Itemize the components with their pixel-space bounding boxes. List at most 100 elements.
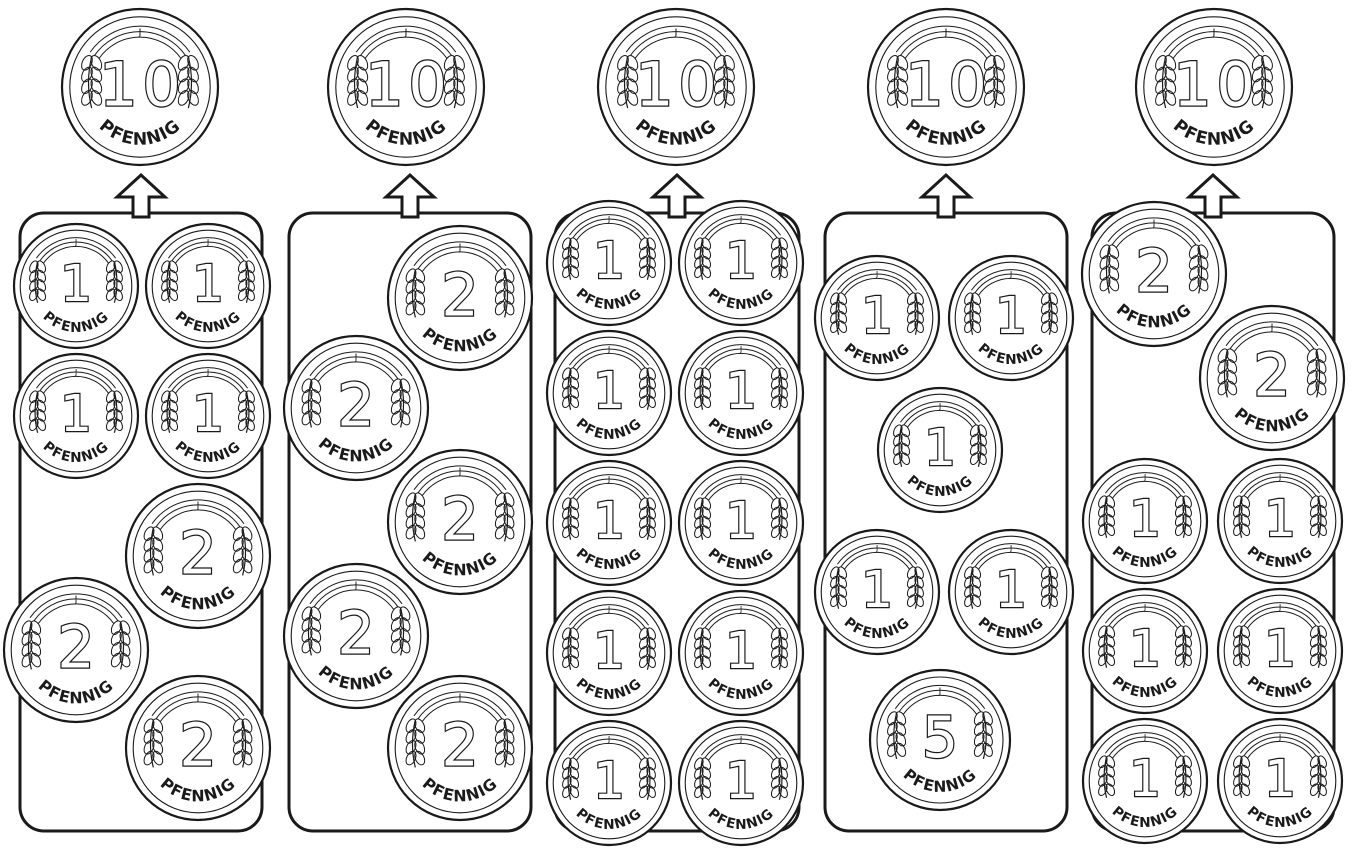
mint-mark: J — [196, 500, 200, 511]
coin: J2PFENNIG — [1082, 202, 1226, 346]
mint-mark: J — [674, 28, 678, 39]
mint-mark: J — [196, 692, 200, 703]
target-coin: J10PFENNIG — [868, 9, 1024, 165]
coin-value: 1 — [725, 231, 757, 290]
mint-mark: J — [607, 735, 610, 744]
mint-mark: J — [739, 345, 742, 354]
coin-group-4: J10PFENNIGJ1PFENNIGJ1PFENNIGJ1PFENNIGJ1P… — [815, 9, 1073, 831]
mint-mark: J — [206, 368, 209, 377]
coin-value: 1 — [861, 560, 893, 619]
coin-value: 2 — [337, 370, 375, 439]
coin: J1PFENNIG — [547, 591, 671, 715]
mint-mark: J — [607, 605, 610, 614]
mint-mark: J — [1152, 218, 1156, 229]
mint-mark: J — [1009, 544, 1012, 553]
coin-value: 1 — [725, 751, 757, 810]
mint-mark: J — [1278, 733, 1281, 742]
mint-mark: J — [458, 692, 462, 703]
mint-mark: J — [1270, 322, 1274, 333]
coin-value: 2 — [57, 612, 95, 681]
target-coin: J10PFENNIG — [328, 9, 484, 165]
coin: J1PFENNIG — [1083, 459, 1207, 583]
coin-value: 1 — [1129, 489, 1161, 548]
coin-value: 1 — [192, 384, 224, 443]
coin: J1PFENNIG — [547, 331, 671, 455]
coin: J1PFENNIG — [815, 530, 939, 654]
up-arrow-icon — [922, 175, 970, 217]
coin: J2PFENNIG — [388, 676, 532, 820]
coin: J1PFENNIG — [1218, 459, 1342, 583]
coin: J1PFENNIG — [1218, 589, 1342, 713]
coin: J2PFENNIG — [388, 450, 532, 594]
coin-value: 2 — [337, 598, 375, 667]
coin-value: 1 — [1264, 749, 1296, 808]
coin-value: 1 — [725, 621, 757, 680]
mint-mark: J — [404, 28, 408, 39]
coin-value: 1 — [861, 286, 893, 345]
mint-mark: J — [74, 238, 77, 247]
coin: J1PFENNIG — [146, 354, 270, 478]
coin: J1PFENNIG — [949, 530, 1073, 654]
coin-value: 2 — [179, 710, 217, 779]
coin: J2PFENNIG — [284, 336, 428, 480]
mint-mark: J — [739, 475, 742, 484]
mint-mark: J — [607, 345, 610, 354]
up-arrow-icon — [117, 175, 165, 217]
coin: J2PFENNIG — [388, 226, 532, 370]
mint-mark: J — [206, 238, 209, 247]
mint-mark: J — [1278, 473, 1281, 482]
mint-mark: J — [1143, 473, 1146, 482]
coin: J1PFENNIG — [146, 224, 270, 348]
mint-mark: J — [1143, 603, 1146, 612]
mint-mark: J — [875, 544, 878, 553]
coin-value: 1 — [1129, 749, 1161, 808]
coin-value: 1 — [924, 418, 956, 477]
coin-value: 1 — [593, 751, 625, 810]
coin-value: 2 — [441, 710, 479, 779]
mint-mark: J — [875, 270, 878, 279]
coin-group-3: J10PFENNIGJ1PFENNIGJ1PFENNIGJ1PFENNIGJ1P… — [547, 9, 803, 845]
coin-group-5: J10PFENNIGJ2PFENNIGJ2PFENNIGJ1PFENNIGJ1P… — [1082, 9, 1344, 843]
mint-mark: J — [739, 735, 742, 744]
mint-mark: J — [354, 580, 358, 591]
mint-mark: J — [938, 687, 942, 697]
coin: J1PFENNIG — [815, 256, 939, 380]
target-coin: J10PFENNIG — [598, 9, 754, 165]
coin-value: 2 — [1135, 236, 1173, 305]
up-arrow-icon — [386, 175, 434, 217]
coin-value: 1 — [725, 361, 757, 420]
coin-value: 1 — [1129, 619, 1161, 678]
coin: J1PFENNIG — [679, 591, 803, 715]
mint-mark: J — [1009, 270, 1012, 279]
coin-value: 1 — [1264, 489, 1296, 548]
mint-mark: J — [607, 215, 610, 224]
coin: J1PFENNIG — [14, 354, 138, 478]
target-coin: J10PFENNIG — [1136, 9, 1292, 165]
mint-mark: J — [944, 28, 948, 39]
up-arrow-icon — [1189, 175, 1237, 217]
mint-mark: J — [938, 402, 941, 411]
mint-mark: J — [458, 466, 462, 477]
mint-mark: J — [354, 352, 358, 363]
coin: J2PFENNIG — [126, 676, 270, 820]
coin: J1PFENNIG — [1083, 589, 1207, 713]
mint-mark: J — [458, 242, 462, 253]
coin-value: 1 — [60, 254, 92, 313]
up-arrow-icon — [653, 175, 701, 217]
mint-mark: J — [607, 475, 610, 484]
coin: J1PFENNIG — [1083, 719, 1207, 843]
mint-mark: J — [1212, 28, 1216, 39]
coin-value: 2 — [179, 518, 217, 587]
coin-value: 1 — [1264, 619, 1296, 678]
coin-value: 2 — [1253, 340, 1291, 409]
mint-mark: J — [1278, 603, 1281, 612]
coin-value: 1 — [593, 231, 625, 290]
coin: J1PFENNIG — [547, 721, 671, 845]
mint-mark: J — [1143, 733, 1146, 742]
